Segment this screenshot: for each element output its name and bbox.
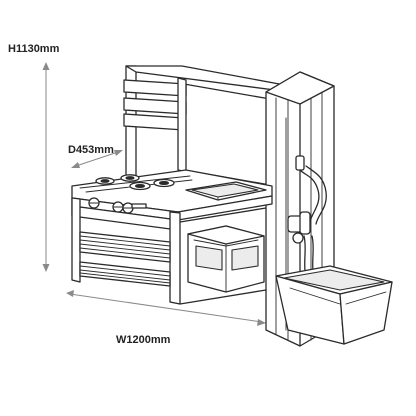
handle-rail — [131, 203, 147, 209]
ground-hints — [71, 279, 181, 305]
ground-left — [71, 279, 81, 283]
back-frame — [123, 65, 291, 191]
tap — [287, 155, 327, 291]
height-dimension: H1130mm — [8, 43, 60, 272]
depth-dimension: D453mm — [68, 144, 123, 168]
front-left-leg — [71, 197, 81, 283]
lower-shelf — [79, 231, 171, 287]
back-mid-post — [177, 77, 187, 173]
tub-ridge-1 — [289, 287, 341, 305]
depth-label: D453mm — [68, 144, 114, 156]
depth-arrow-right — [114, 150, 123, 156]
crate-handle-left — [195, 245, 223, 271]
crate-top — [187, 225, 265, 245]
depth-dimension-line — [75, 151, 119, 167]
lower-shelf-top — [79, 231, 171, 263]
width-dimension: W1200mm — [66, 290, 266, 346]
back-board — [183, 83, 277, 187]
sink — [185, 181, 267, 201]
bottom-slat-2 — [79, 269, 171, 281]
front-right-leg — [169, 211, 181, 305]
depth-arrow-left — [71, 162, 80, 168]
ground-right — [169, 301, 181, 305]
storage-crate — [187, 225, 265, 293]
hob-ring-3-center — [135, 184, 145, 188]
bottom-shelf — [79, 261, 171, 287]
shelf-slat-2 — [79, 239, 171, 251]
frame-rail-bottom — [179, 289, 267, 305]
hob-ring-1-center — [100, 179, 110, 183]
tub-opening — [283, 269, 385, 291]
height-arrow-bottom — [42, 264, 50, 272]
bottom-slat-3 — [79, 272, 171, 284]
frame-rail-top — [179, 207, 267, 223]
hob-ring-2-center — [125, 176, 135, 180]
sink-basin — [191, 183, 259, 198]
lower-right-frame — [179, 207, 267, 305]
legs — [71, 197, 181, 305]
tap-hose-upper-edge — [305, 165, 327, 225]
worktop-plank-line-1 — [79, 175, 191, 189]
shelf-slat-4 — [79, 247, 171, 259]
width-label: W1200mm — [116, 334, 171, 346]
bottom-slat-1 — [79, 265, 171, 277]
tap-mount-top — [295, 155, 305, 171]
water-tub — [275, 265, 393, 345]
tap-hose-upper — [299, 169, 320, 223]
side-panel-top — [265, 71, 335, 105]
tap-pump-housing — [299, 211, 311, 235]
tap-valve — [292, 232, 304, 244]
hob-ring-4-center — [159, 181, 169, 185]
width-arrow-left — [66, 290, 74, 297]
tub-ridge-2 — [345, 291, 387, 305]
shelf-slat-1 — [79, 235, 171, 247]
width-dimension-line — [69, 293, 263, 323]
crate-handle-right — [231, 245, 259, 271]
height-label: H1130mm — [8, 43, 60, 55]
hob — [95, 174, 175, 191]
shelf-slat-3 — [79, 243, 171, 255]
height-arrow-top — [42, 62, 50, 70]
tub-side — [339, 281, 393, 345]
mud-kitchen-illustration — [71, 65, 393, 347]
width-arrow-right — [257, 319, 266, 326]
